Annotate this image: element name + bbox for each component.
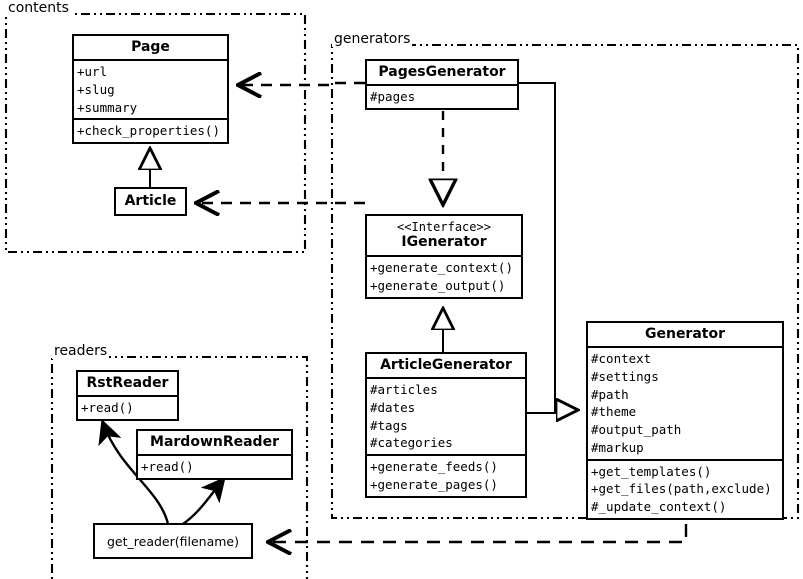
attribute-theme: #theme (591, 404, 637, 420)
package-label-generators: generators (332, 31, 413, 47)
class-box-article[interactable]: Article (114, 187, 187, 217)
class-methods-rstreader: +read() (78, 395, 177, 419)
method-generate-pages: +generate_pages() (370, 476, 498, 492)
class-box-page[interactable]: Page +url +slug +summary +check_properti… (72, 34, 229, 145)
attribute-context: #context (591, 351, 652, 367)
rel-articlegenerator-to-generator (527, 410, 578, 413)
class-box-rstreader[interactable]: RstReader +read() (76, 370, 179, 421)
attribute-markup: #markup (591, 439, 644, 455)
class-name-articlegenerator: ArticleGenerator (380, 357, 512, 373)
rel-pagesgenerator-to-page (238, 83, 365, 85)
attribute-tags: #tags (370, 417, 408, 433)
rel-pagesgenerator-to-generator (519, 82, 578, 410)
class-attributes-articlegenerator: #articles #dates #tags #categories (367, 377, 525, 454)
method-update-context: #_update_context() (591, 499, 727, 515)
class-name-page: Page (131, 39, 170, 55)
attribute-output-path: #output_path (591, 422, 682, 438)
class-attributes-pagesgenerator: #pages (367, 84, 517, 108)
rel-generator-to-getreader (268, 502, 688, 542)
class-box-articlegenerator[interactable]: ArticleGenerator #articles #dates #tags … (365, 352, 527, 498)
class-attributes-page: +url +slug +summary (74, 59, 227, 118)
attribute-path: #path (591, 386, 629, 402)
attribute-url: +url (77, 64, 108, 80)
package-label-readers: readers (52, 343, 110, 359)
method-generate-output: +generate_output() (370, 278, 506, 294)
function-box-get-reader[interactable]: get_reader(filename) (93, 523, 253, 559)
method-get-files: +get_files(path,exclude) (591, 481, 772, 497)
class-attributes-generator: #context #settings #path #theme #output_… (588, 346, 782, 459)
class-stereotype-igenerator: <<Interface>> (397, 220, 491, 234)
package-border-generators (330, 43, 800, 520)
class-name-mardownreader: MardownReader (150, 434, 279, 450)
attribute-articles: #articles (370, 382, 438, 398)
method-read-markdown: +read() (141, 459, 194, 475)
class-name-igenerator: <<Interface>> IGenerator (367, 216, 521, 255)
package-border-readers (50, 355, 309, 579)
class-methods-generator: +get_templates() +get_files(path,exclude… (588, 458, 782, 518)
class-name-rstreader: RstReader (86, 375, 169, 391)
class-box-igenerator[interactable]: <<Interface>> IGenerator +generate_conte… (365, 214, 523, 299)
class-name-pagesgenerator: PagesGenerator (378, 64, 506, 80)
package-label-contents: contents (6, 0, 71, 16)
class-methods-articlegenerator: +generate_feeds() +generate_pages() (367, 454, 525, 496)
class-name-article: Article (124, 193, 177, 209)
class-name-generator: Generator (644, 326, 725, 342)
class-box-generator[interactable]: Generator #context #settings #path #them… (586, 321, 784, 520)
method-get-templates: +get_templates() (591, 463, 712, 479)
method-read-rst: +read() (81, 400, 134, 416)
attribute-pages: #pages (370, 89, 416, 105)
class-methods-mardownreader: +read() (138, 454, 291, 478)
rel-getreader-to-mardownreader (182, 480, 223, 525)
attribute-categories: #categories (370, 435, 453, 451)
method-generate-feeds: +generate_feeds() (370, 459, 498, 475)
class-methods-igenerator: +generate_context() +generate_output() (367, 255, 521, 297)
class-box-pagesgenerator[interactable]: PagesGenerator #pages (365, 59, 519, 110)
attribute-slug: +slug (77, 81, 115, 97)
class-title-igenerator: IGenerator (401, 234, 487, 251)
attribute-dates: #dates (370, 399, 416, 415)
class-box-mardownreader[interactable]: MardownReader +read() (136, 429, 293, 480)
method-check-properties: +check_properties() (77, 123, 220, 139)
function-label-get-reader: get_reader(filename) (107, 533, 239, 549)
attribute-summary: +summary (77, 99, 138, 115)
class-methods-page: +check_properties() (74, 118, 227, 142)
package-border-contents (4, 12, 307, 254)
method-generate-context: +generate_context() (370, 260, 513, 276)
attribute-settings: #settings (591, 368, 659, 384)
